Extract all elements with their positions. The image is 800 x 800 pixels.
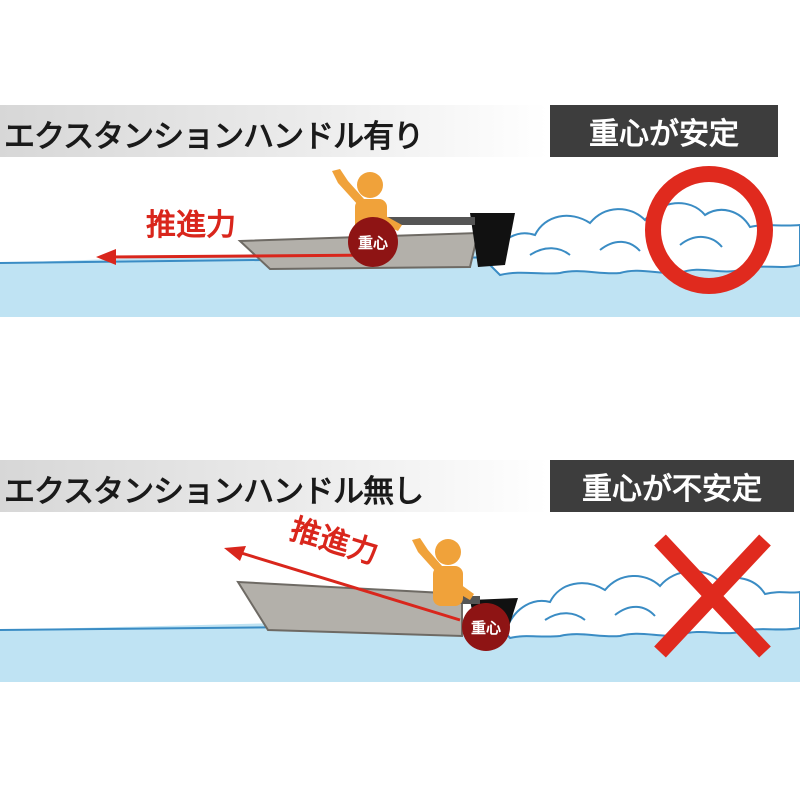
thrust-arrow xyxy=(237,550,461,622)
outboard-motor xyxy=(470,213,515,267)
cog-label: 重心 xyxy=(471,619,501,637)
title-bar: エクスタンションハンドル無し xyxy=(0,460,548,512)
center-of-gravity-ball xyxy=(348,217,398,267)
person-icon xyxy=(412,538,474,606)
spray-waves xyxy=(503,570,800,640)
tiller-handle xyxy=(455,596,480,604)
verdict-badge: 重心が安定 xyxy=(550,105,778,157)
red-circle-icon xyxy=(645,166,773,294)
red-cross-icon xyxy=(654,534,771,658)
boat-hull xyxy=(236,580,463,638)
stable-panel: エクスタンションハンドル有り 重心が安定 推進力 重心 xyxy=(0,105,800,345)
thrust-arrowhead xyxy=(224,546,246,561)
panel-title: エクスタンションハンドル無し xyxy=(4,474,424,510)
boat-scene: 推進力 重心 xyxy=(0,166,800,317)
unstable-panel: エクスタンションハンドル無し 重心が不安定 推進力 重心 xyxy=(0,460,800,700)
thrust-label: 推進力 xyxy=(286,512,382,572)
thrust-label: 推進力 xyxy=(146,208,236,243)
panel-title: エクスタンションハンドル有り xyxy=(4,119,424,155)
title-bar: エクスタンションハンドル有り xyxy=(0,105,548,157)
extension-handle xyxy=(385,217,475,225)
boat-scene: 推進力 重心 xyxy=(0,512,800,682)
cog-label: 重心 xyxy=(358,234,388,252)
verdict-badge: 重心が不安定 xyxy=(550,460,794,512)
thrust-arrow xyxy=(109,253,386,259)
thrust-arrowhead xyxy=(96,249,116,265)
center-of-gravity-ball xyxy=(462,603,510,651)
